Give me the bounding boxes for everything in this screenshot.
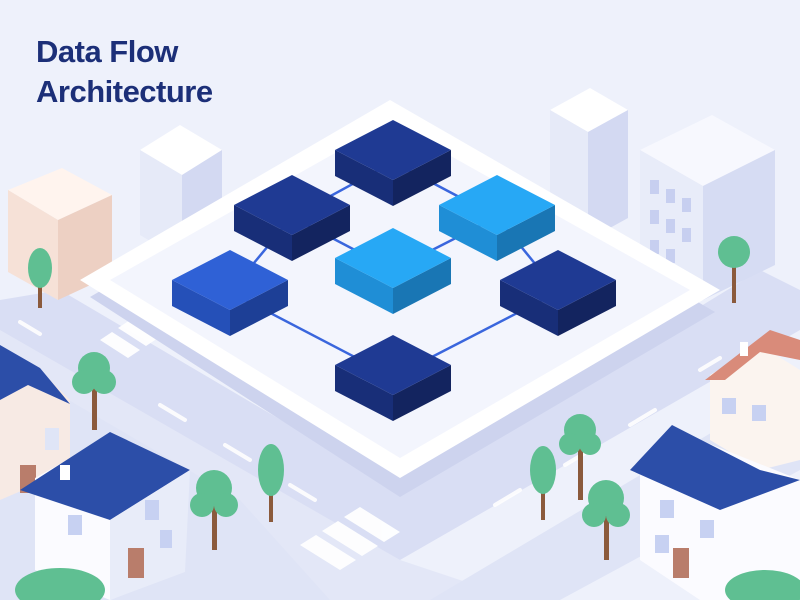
title-line-1: Data Flow [36, 34, 178, 69]
node-top [335, 120, 451, 206]
shrub-icon [15, 568, 800, 600]
node-side-right [497, 205, 555, 261]
node-top-face [500, 250, 616, 310]
page-title: Data Flow Architecture [36, 32, 213, 112]
node-side-right [393, 365, 451, 421]
road-dash [698, 356, 722, 372]
tree-icon [28, 248, 52, 308]
node-side-left [500, 280, 558, 336]
tree-icon [718, 236, 750, 303]
crosswalk-left [100, 320, 158, 358]
node-side-left [172, 280, 230, 336]
node-side-left [234, 205, 292, 261]
node-side-right [393, 150, 451, 206]
road-dash [493, 488, 522, 507]
tree-icon [582, 480, 630, 560]
house-icon [0, 345, 70, 500]
road-dash [223, 443, 252, 462]
node-top-face [439, 175, 555, 235]
road-dash [288, 483, 317, 502]
node-side-left [335, 150, 393, 206]
node-side-left [335, 258, 393, 314]
background-buildings [8, 88, 775, 300]
tree-icon [258, 444, 284, 522]
node-center [335, 228, 451, 314]
house-icon [20, 432, 190, 600]
node-top-face [172, 250, 288, 310]
node-left [172, 250, 288, 336]
tree-icon [72, 352, 116, 430]
road-dash [18, 320, 42, 336]
crosswalk-bottom [300, 507, 400, 570]
node-side-right [558, 280, 616, 336]
house-icon [705, 330, 800, 470]
tree-icon [559, 414, 601, 500]
tree-icon [530, 446, 556, 520]
node-bottom [335, 335, 451, 421]
node-top-face [234, 175, 350, 235]
road-dash [628, 408, 657, 427]
house-icon [630, 425, 800, 600]
road-ring [0, 270, 800, 560]
node-top-face [335, 228, 451, 288]
node-side-right [292, 205, 350, 261]
node-side-left [439, 205, 497, 261]
node-upper-right [439, 175, 555, 261]
tree-icon [190, 470, 238, 550]
node-right [500, 250, 616, 336]
road-dash [158, 403, 187, 422]
title-line-2: Architecture [36, 74, 213, 109]
node-upper-left [234, 175, 350, 261]
node-side-left [335, 365, 393, 421]
node-group [172, 120, 616, 421]
node-top-face [335, 335, 451, 395]
node-side-right [230, 280, 288, 336]
road-markings [18, 320, 722, 507]
node-side-right [393, 258, 451, 314]
node-top-face [335, 120, 451, 180]
